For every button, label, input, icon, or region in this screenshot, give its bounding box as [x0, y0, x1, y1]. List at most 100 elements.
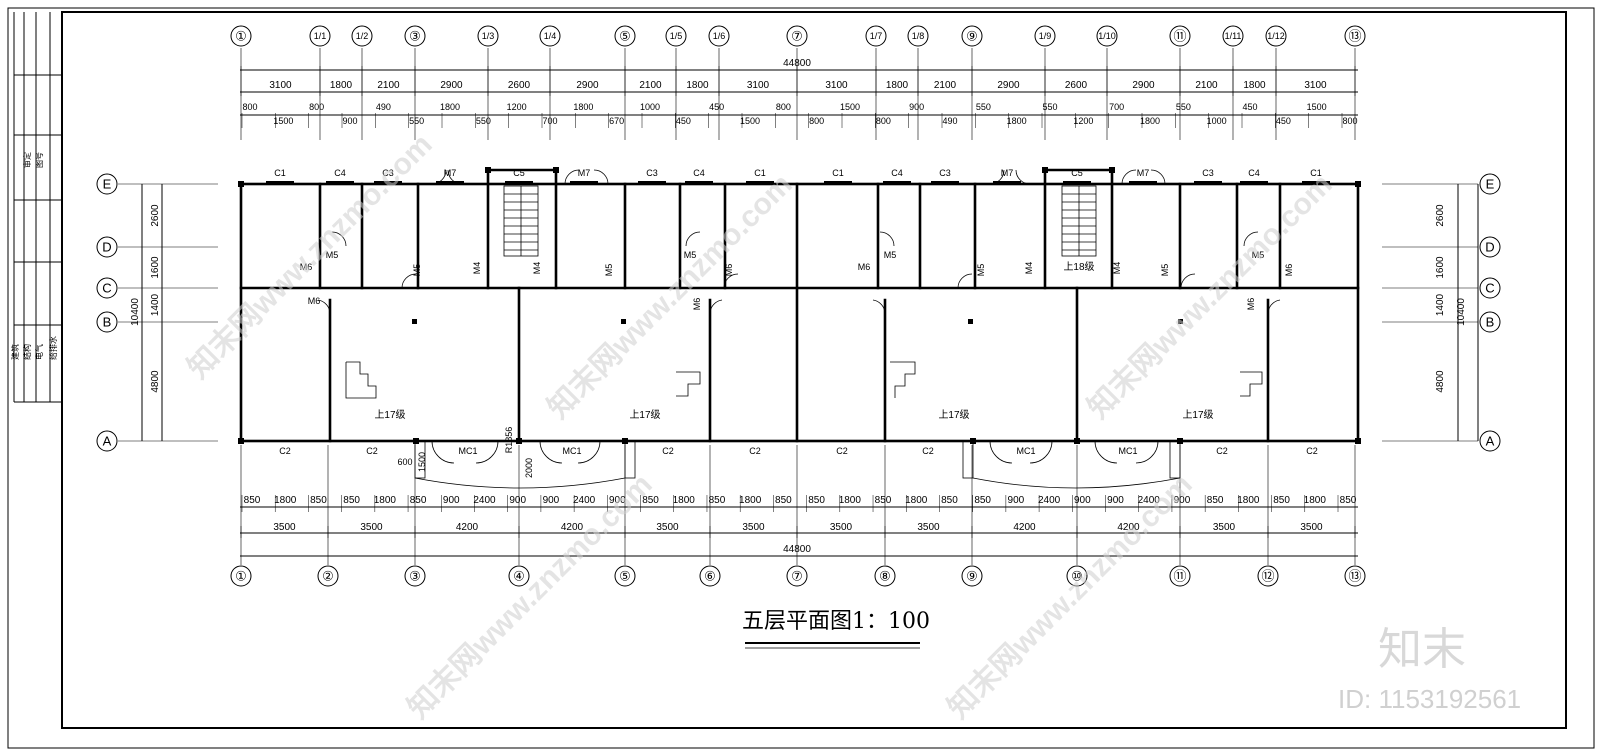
axis-bubble	[539, 25, 561, 47]
bottom-dim-row2: 4200	[1013, 522, 1036, 533]
top-dim-row2: 1000	[640, 102, 660, 112]
dim-1500-label: 1500	[417, 452, 427, 472]
window-label-bottom: MC1	[458, 446, 477, 456]
total-depth-right: 10400	[1456, 298, 1467, 326]
top-dim-row2: 800	[309, 102, 324, 112]
axis-bubble	[1034, 25, 1056, 47]
top-dim-row2: 1500	[1307, 102, 1327, 112]
top-dim-row2: 1200	[1073, 116, 1093, 126]
top-dim-row2: 900	[342, 116, 357, 126]
bottom-dim-row1: 1800	[839, 495, 862, 506]
top-dim-row2: 1500	[740, 116, 760, 126]
bottom-dim-row1: 2400	[1038, 495, 1061, 506]
title-block-label: 建筑	[10, 344, 20, 360]
axis-bubble	[404, 565, 426, 587]
bottom-dim-row1: 850	[808, 495, 825, 506]
bottom-dim-row1: 2400	[473, 495, 496, 506]
window-label-top: C4	[891, 168, 903, 178]
axis-bubble	[96, 173, 118, 195]
inner-border	[61, 11, 1567, 729]
axis-bubble	[699, 565, 721, 587]
top-dim-row1: 1800	[330, 80, 353, 91]
axis-bubble	[1265, 25, 1287, 47]
side-axis-label-left: B	[103, 315, 112, 330]
top-axis-label: 1/10	[1098, 31, 1116, 41]
top-dim-row1: 3100	[1304, 80, 1327, 91]
axis-bubble	[309, 25, 331, 47]
walls	[239, 168, 1360, 443]
window-label-top: C4	[1248, 168, 1260, 178]
bottom-dim-row1: 850	[775, 495, 792, 506]
bottom-axis-label: ③	[409, 569, 421, 584]
bottom-dim-row1: 850	[875, 495, 892, 506]
bottom-dim-row1: 900	[443, 495, 460, 506]
axis-bubble	[907, 25, 929, 47]
bottom-dim-row1: 900	[1107, 495, 1124, 506]
top-dim-row2: 550	[1176, 102, 1191, 112]
window-label-bottom: MC1	[1118, 446, 1137, 456]
axis-bubble	[96, 430, 118, 452]
bottom-dim-row1: 850	[1340, 495, 1357, 506]
window-label-top: C3	[939, 168, 951, 178]
top-dim-row2: 450	[676, 116, 691, 126]
top-axis-label: ⑨	[966, 29, 978, 44]
top-dim-row2: 450	[1242, 102, 1257, 112]
side-axis-label-right: E	[1486, 177, 1495, 192]
top-dim-row2: 490	[376, 102, 391, 112]
bottom-dim-row2: 4200	[1117, 522, 1140, 533]
axis-bubble	[1257, 565, 1279, 587]
window-label-bottom: C2	[366, 446, 378, 456]
window-label-top: C4	[693, 168, 705, 178]
id-label: ID: 1153192561	[1338, 684, 1521, 714]
bottom-dim-row1: 1800	[1304, 495, 1327, 506]
total-width-bottom: 44800	[783, 544, 811, 555]
axis-bubble	[351, 25, 373, 47]
axis-bubble	[1096, 25, 1118, 47]
top-dim-row1: 3100	[269, 80, 292, 91]
stair-label: 上18级	[1063, 261, 1094, 273]
axis-bubble	[786, 25, 808, 47]
bottom-dim-row1: 900	[609, 495, 626, 506]
bottom-dim-row2: 3500	[1300, 522, 1323, 533]
door-label: M5	[976, 264, 986, 277]
top-dim-row2: 1800	[1007, 116, 1027, 126]
window-label-top: M7	[444, 168, 457, 178]
bottom-dim-row2: 3500	[917, 522, 940, 533]
watermarks: 知末网www.znzmo.com 知末网www.znzmo.com 知末网www…	[182, 128, 1339, 725]
top-axis-label: 1/11	[1225, 31, 1242, 41]
window-label-top: C1	[274, 168, 286, 178]
door-label: M4	[1112, 262, 1122, 275]
bottom-axis-label: ⑧	[879, 569, 891, 584]
door-label: M6	[692, 298, 702, 311]
top-dim-row2: 800	[776, 102, 791, 112]
top-dim-row1: 2900	[1132, 80, 1155, 91]
bottom-dim-row1: 1800	[274, 495, 297, 506]
drawing-title: 五层平面图1：100	[742, 609, 930, 634]
axis-bubble	[1222, 25, 1244, 47]
top-dim-row1: 2100	[639, 80, 662, 91]
top-dim-row2: 1800	[440, 102, 460, 112]
axis-bubble	[1169, 565, 1191, 587]
bottom-axis-label: ②	[322, 569, 334, 584]
top-dim-row1: 1800	[686, 80, 709, 91]
door-label: M6	[858, 262, 871, 272]
axis-bubble	[477, 25, 499, 47]
window-label-top: C3	[382, 168, 394, 178]
side-axis-label-right: A	[1486, 434, 1495, 449]
side-axis-label-right: C	[1485, 281, 1494, 296]
side-axis-label-left: C	[102, 281, 111, 296]
title-block-label: 审定	[22, 152, 32, 168]
window-label-bottom: C2	[279, 446, 291, 456]
window-label-bottom: C2	[749, 446, 761, 456]
bottom-axis-label: ⑤	[619, 569, 631, 584]
side-dim-right: 1600	[1435, 256, 1446, 279]
bottom-dim-row2: 3500	[360, 522, 383, 533]
top-dim-row1: 2900	[997, 80, 1020, 91]
bottom-axis-label: ①	[235, 569, 247, 584]
bottom-axis-label: ⑩	[1071, 569, 1083, 584]
stair-label: 上17级	[629, 409, 660, 421]
bottom-axis-label: ⑪	[1173, 569, 1186, 584]
top-axis-label: ③	[409, 29, 421, 44]
axis-bubble	[665, 25, 687, 47]
